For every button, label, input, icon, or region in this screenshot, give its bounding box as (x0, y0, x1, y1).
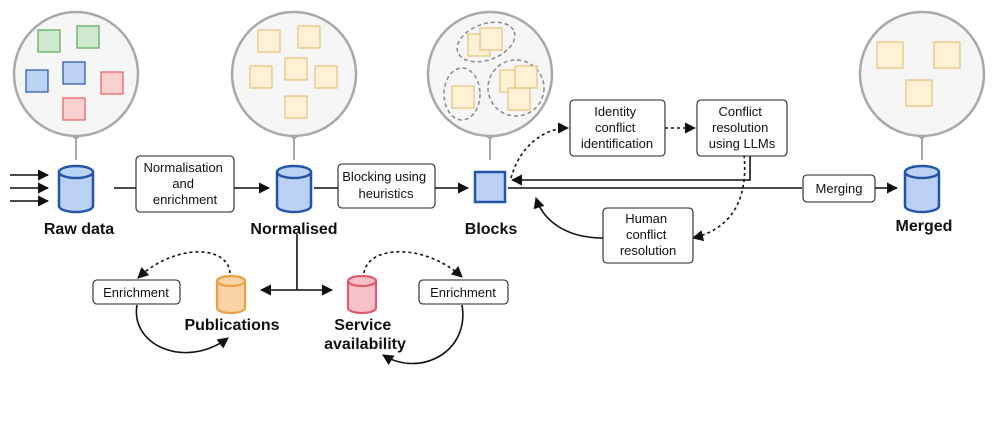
service-availability-database-icon (346, 274, 378, 315)
svg-text:Conflict resolution: Conflict resolution using LLMs (709, 104, 776, 151)
human-conflict-box: Human conflict resolution (602, 207, 694, 264)
identity-conflict-box: Identity conflict identification (569, 99, 666, 157)
merged-bubble (858, 10, 986, 160)
input-arrows (10, 169, 50, 207)
blocks-label: Blocks (465, 221, 518, 238)
enrichment-right-box: Enrichment (418, 279, 509, 305)
raw-data-label: Raw data (44, 221, 114, 238)
publications-database-icon (215, 274, 247, 315)
publications-label: Publications (184, 317, 279, 334)
svg-text:Merging: Merging (816, 181, 863, 196)
normalised-label: Normalised (250, 221, 337, 238)
normalisation-enrichment-box: Normalisation and enrichment (135, 155, 235, 213)
svg-text:Identity conflict: Identity conflict identification (581, 104, 653, 151)
enrichment-left-box: Enrichment (92, 279, 181, 305)
raw-data-bubble (12, 10, 140, 160)
svg-text:Enrichment: Enrichment (103, 285, 169, 300)
svg-text:Human conflict res: Human conflict resolution (620, 211, 676, 258)
normalised-database-icon (275, 164, 313, 214)
svg-text:Normalisation and: Normalisation and enrichment (143, 160, 226, 207)
conflict-resolution-llm-box: Conflict resolution using LLMs (696, 99, 788, 157)
normalised-bubble (230, 10, 358, 160)
svg-text:Blocking using heuristic: Blocking using heuristics (342, 169, 429, 201)
merging-box: Merging (802, 174, 876, 203)
blocks-square-icon (473, 170, 507, 204)
merged-label: Merged (896, 218, 953, 235)
blocks-bubble (426, 10, 554, 160)
merged-database-icon (903, 164, 941, 214)
raw-data-database-icon (57, 164, 95, 214)
svg-text:Enrichment: Enrichment (430, 285, 496, 300)
service-availability-label: Service availability (324, 317, 406, 353)
blocking-heuristics-box: Blocking using heuristics (337, 163, 436, 209)
